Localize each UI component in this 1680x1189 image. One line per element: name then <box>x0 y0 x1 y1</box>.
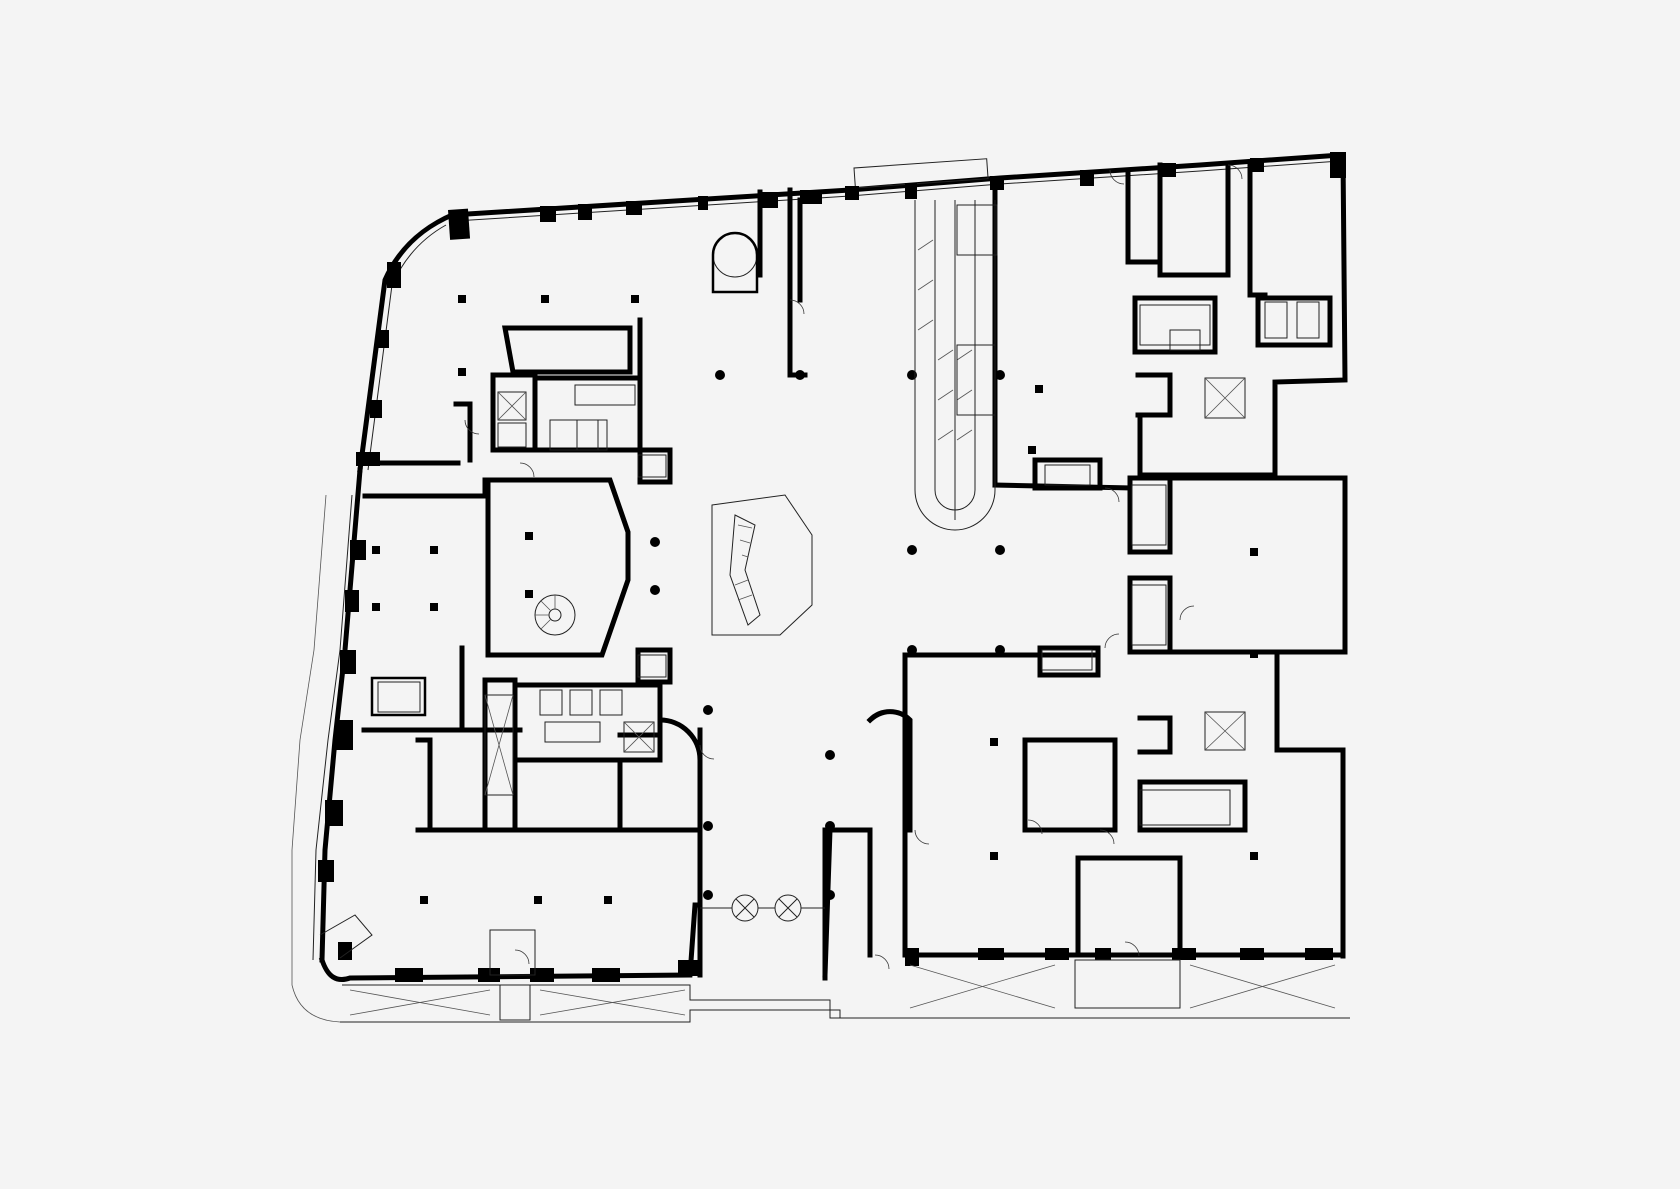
revolving-doors <box>700 894 825 922</box>
escalator-run <box>914 200 998 531</box>
spiral-stairs <box>534 231 759 636</box>
columns <box>372 295 1258 904</box>
central-stair <box>711 494 813 636</box>
service-shafts <box>377 301 1320 826</box>
facade-piers <box>318 152 1346 982</box>
door-swings <box>464 164 1243 970</box>
interior-walls <box>361 162 1333 981</box>
entrance-vestibules <box>319 914 1336 1021</box>
outer-walls <box>291 152 1350 1023</box>
